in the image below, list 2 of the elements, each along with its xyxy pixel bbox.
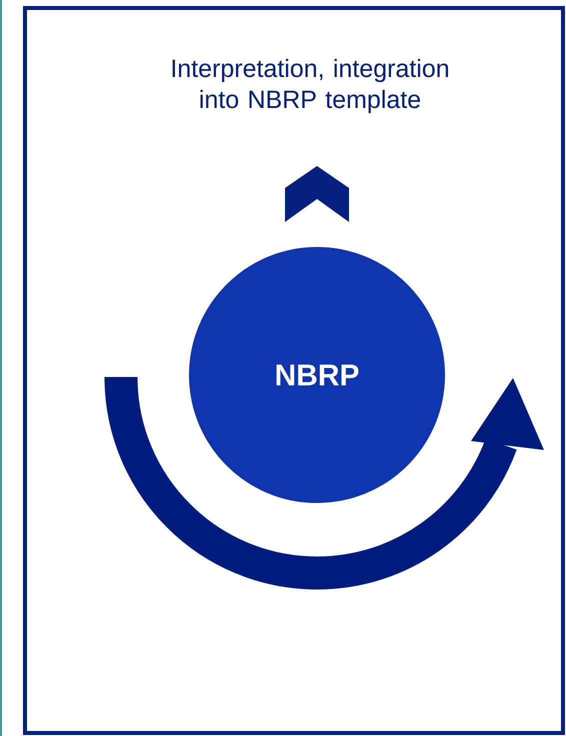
panel (23, 6, 565, 735)
heading: Interpretation, integration into NBRP template (172, 58, 448, 114)
